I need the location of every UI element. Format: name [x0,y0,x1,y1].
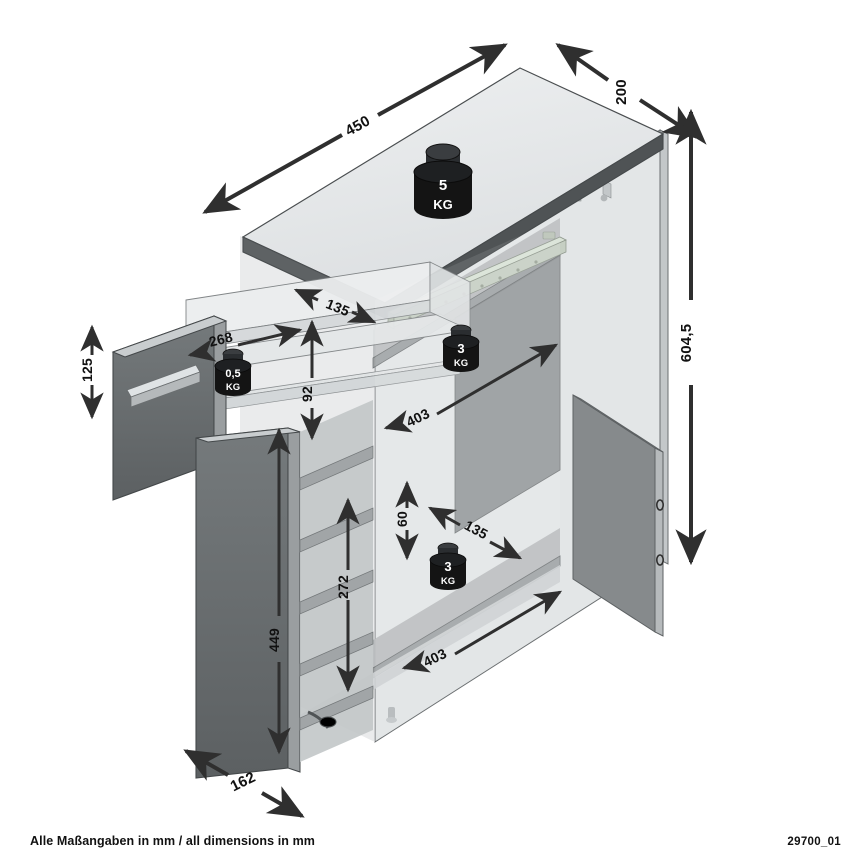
dim-label-60: 60 [394,511,410,527]
dim-450 [202,43,508,214]
dim-162 [183,749,305,818]
dim-403-upper [383,343,559,433]
weight-icon-5kg: 5 KG [413,143,473,219]
drawer-handle[interactable] [126,364,201,408]
drawing-code: 29700_01 [787,836,841,848]
dim-268 [187,324,303,362]
dim-label-92: 92 [299,386,315,402]
dim-403-lower [401,590,563,673]
dim-label-268: 268 [207,328,234,349]
weight-unit-0-5kg: KG [226,382,240,393]
dim-label-200: 200 [613,79,630,105]
weight-value-5kg: 5 [439,177,447,194]
cabinet-door[interactable] [572,394,664,637]
weight-unit-5kg: KG [433,197,453,212]
weight-icon-0-5kg: 0,5 KG [214,348,252,396]
dim-label-449: 449 [266,628,282,652]
weight-icon-3kg-upper: 3 KG [442,324,480,372]
dim-label-125: 125 [79,358,95,382]
weight-unit-3kg-upper: KG [454,358,468,369]
weight-value-3kg-upper: 3 [457,341,464,356]
dimension-labels: 450 200 604,5 125 268 135 92 403 60 135 … [79,79,695,795]
dimension-lines [80,43,707,818]
weight-icon-3kg-lower: 3 KG [429,542,467,590]
drawer-box[interactable] [111,261,472,501]
dim-135-lower [427,506,523,560]
dim-135-upper [293,288,377,324]
dimensions-note: Alle Maßangaben in mm / all dimensions i… [30,834,316,848]
weight-value-0-5kg: 0,5 [225,368,240,380]
cabinet-foot [386,707,397,723]
dim-label-272: 272 [335,575,351,599]
cabinet-body [111,67,669,779]
weight-value-3kg-lower: 3 [444,559,451,574]
weight-unit-3kg-lower: KG [441,576,455,587]
dim-label-450: 450 [342,112,373,139]
load-icons: 5 KG 0,5 KG 3 KG 3 KG [214,143,480,590]
dim-label-604-5: 604,5 [678,324,695,363]
